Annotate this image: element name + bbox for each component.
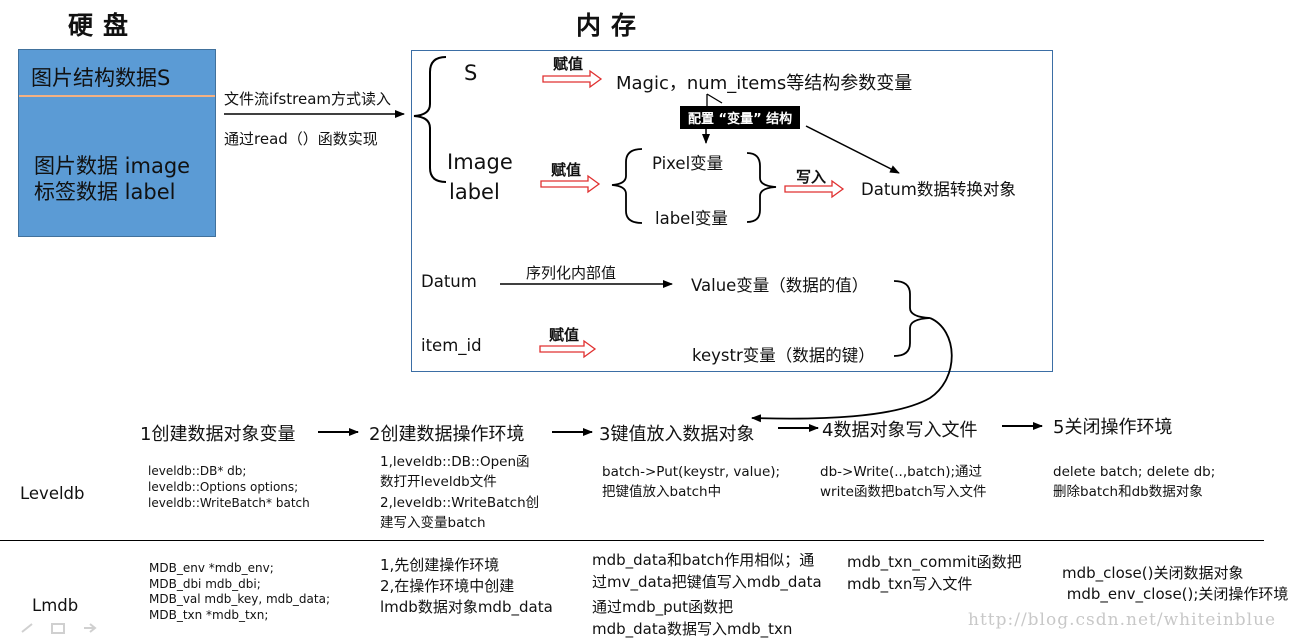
row-divider bbox=[0, 540, 1264, 541]
serialize-label: 序列化内部值 bbox=[526, 264, 617, 282]
config-tag: 配置 “变量” 结构 bbox=[680, 106, 801, 129]
leveldb-col3: batch->Put(keystr, value); 把键值放入batch中 bbox=[602, 464, 781, 501]
magic-text: Magic，num_items等结构参数变量 bbox=[616, 73, 913, 94]
item-id-label: item_id bbox=[421, 336, 482, 355]
disk-box: 图片结构数据S 图片数据 image 标签数据 label bbox=[18, 49, 216, 237]
leveldb-col5: delete batch; delete db; 删除batch和db数据对象 bbox=[1053, 464, 1216, 501]
pixel-label-brace-right bbox=[746, 152, 777, 223]
value-key-brace bbox=[893, 280, 931, 357]
lmdb-col5: mdb_close()关闭数据对象 mdb_env_close();关闭操作环境 bbox=[1062, 564, 1289, 603]
lmdb-label: Lmdb bbox=[32, 596, 79, 615]
read-arrow-line1: 文件流ifstream方式读入 bbox=[224, 90, 392, 108]
value-var: Value变量（数据的值） bbox=[691, 276, 869, 295]
write-arrow bbox=[784, 179, 845, 199]
disk-label-label: 标签数据 label bbox=[34, 180, 176, 204]
write-label: 写入 bbox=[796, 168, 827, 186]
disk-image-label: 图片数据 image bbox=[34, 154, 191, 178]
label-var: label变量 bbox=[655, 209, 728, 228]
memory-brace bbox=[413, 56, 447, 183]
pixel-var: Pixel变量 bbox=[652, 154, 724, 173]
leveldb-col2: 1,leveldb::DB::Open函 数打开leveldb文件 2,leve… bbox=[380, 454, 540, 531]
label-label: label bbox=[449, 180, 500, 204]
s-label: S bbox=[464, 61, 478, 85]
assign-arrow-1 bbox=[542, 69, 603, 89]
assign-arrow-2 bbox=[540, 174, 601, 194]
assign-arrow-3 bbox=[539, 339, 597, 359]
read-arrow-line2: 通过read（）函数实现 bbox=[224, 130, 378, 148]
config-arrow-datum bbox=[805, 125, 900, 174]
slide-toolbar-icons bbox=[21, 623, 97, 634]
disk-separator bbox=[19, 95, 215, 97]
assign-label-2: 赋值 bbox=[551, 161, 582, 179]
disk-header: 硬盘 bbox=[68, 11, 139, 40]
leveldb-col4: db->Write(..,batch);通过 write函数把batch写入文件 bbox=[820, 464, 987, 501]
assign-label-1: 赋值 bbox=[553, 55, 584, 73]
step-5: 5关闭操作环境 bbox=[1053, 417, 1173, 438]
step-3: 3键值放入数据对象 bbox=[599, 424, 755, 445]
watermark: http://blog.csdn.net/whiteinblue bbox=[968, 610, 1277, 630]
keystr-var: keystr变量（数据的键） bbox=[692, 346, 875, 365]
memory-header: 内存 bbox=[576, 11, 647, 40]
lmdb-col1: MDB_env *mdb_env; MDB_dbi mdb_dbi; MDB_v… bbox=[149, 561, 330, 622]
lmdb-col3b: 通过mdb_put函数把 mdb_data数据写入mdb_txn bbox=[592, 598, 793, 638]
pixel-label-brace-left bbox=[611, 148, 643, 224]
memory-box bbox=[411, 50, 1053, 372]
step-1: 1创建数据对象变量 bbox=[140, 424, 296, 445]
lmdb-col3a: mdb_data和batch作用相似；通 过mv_data把键值写入mdb_da… bbox=[592, 551, 822, 591]
step-2: 2创建数据操作环境 bbox=[369, 424, 525, 445]
disk-top-label: 图片结构数据S bbox=[31, 66, 171, 90]
step-4: 4数据对象写入文件 bbox=[822, 420, 978, 441]
kv-to-step3-arrow bbox=[751, 317, 953, 423]
lmdb-col4: mdb_txn_commit函数把 mdb_txn写入文件 bbox=[847, 553, 1022, 593]
assign-label-3: 赋值 bbox=[549, 326, 580, 344]
leveldb-col1: leveldb::DB* db; leveldb::Options option… bbox=[148, 464, 310, 511]
datum-label: Datum bbox=[421, 272, 477, 291]
config-line-top-2 bbox=[706, 93, 723, 104]
lmdb-col2: 1,先创建操作环境 2,在操作环境中创建 lmdb数据对象mdb_data bbox=[380, 556, 553, 616]
image-label: Image bbox=[447, 150, 513, 174]
datum-convert-text: Datum数据转换对象 bbox=[861, 180, 1016, 199]
leveldb-label: Leveldb bbox=[20, 484, 85, 503]
